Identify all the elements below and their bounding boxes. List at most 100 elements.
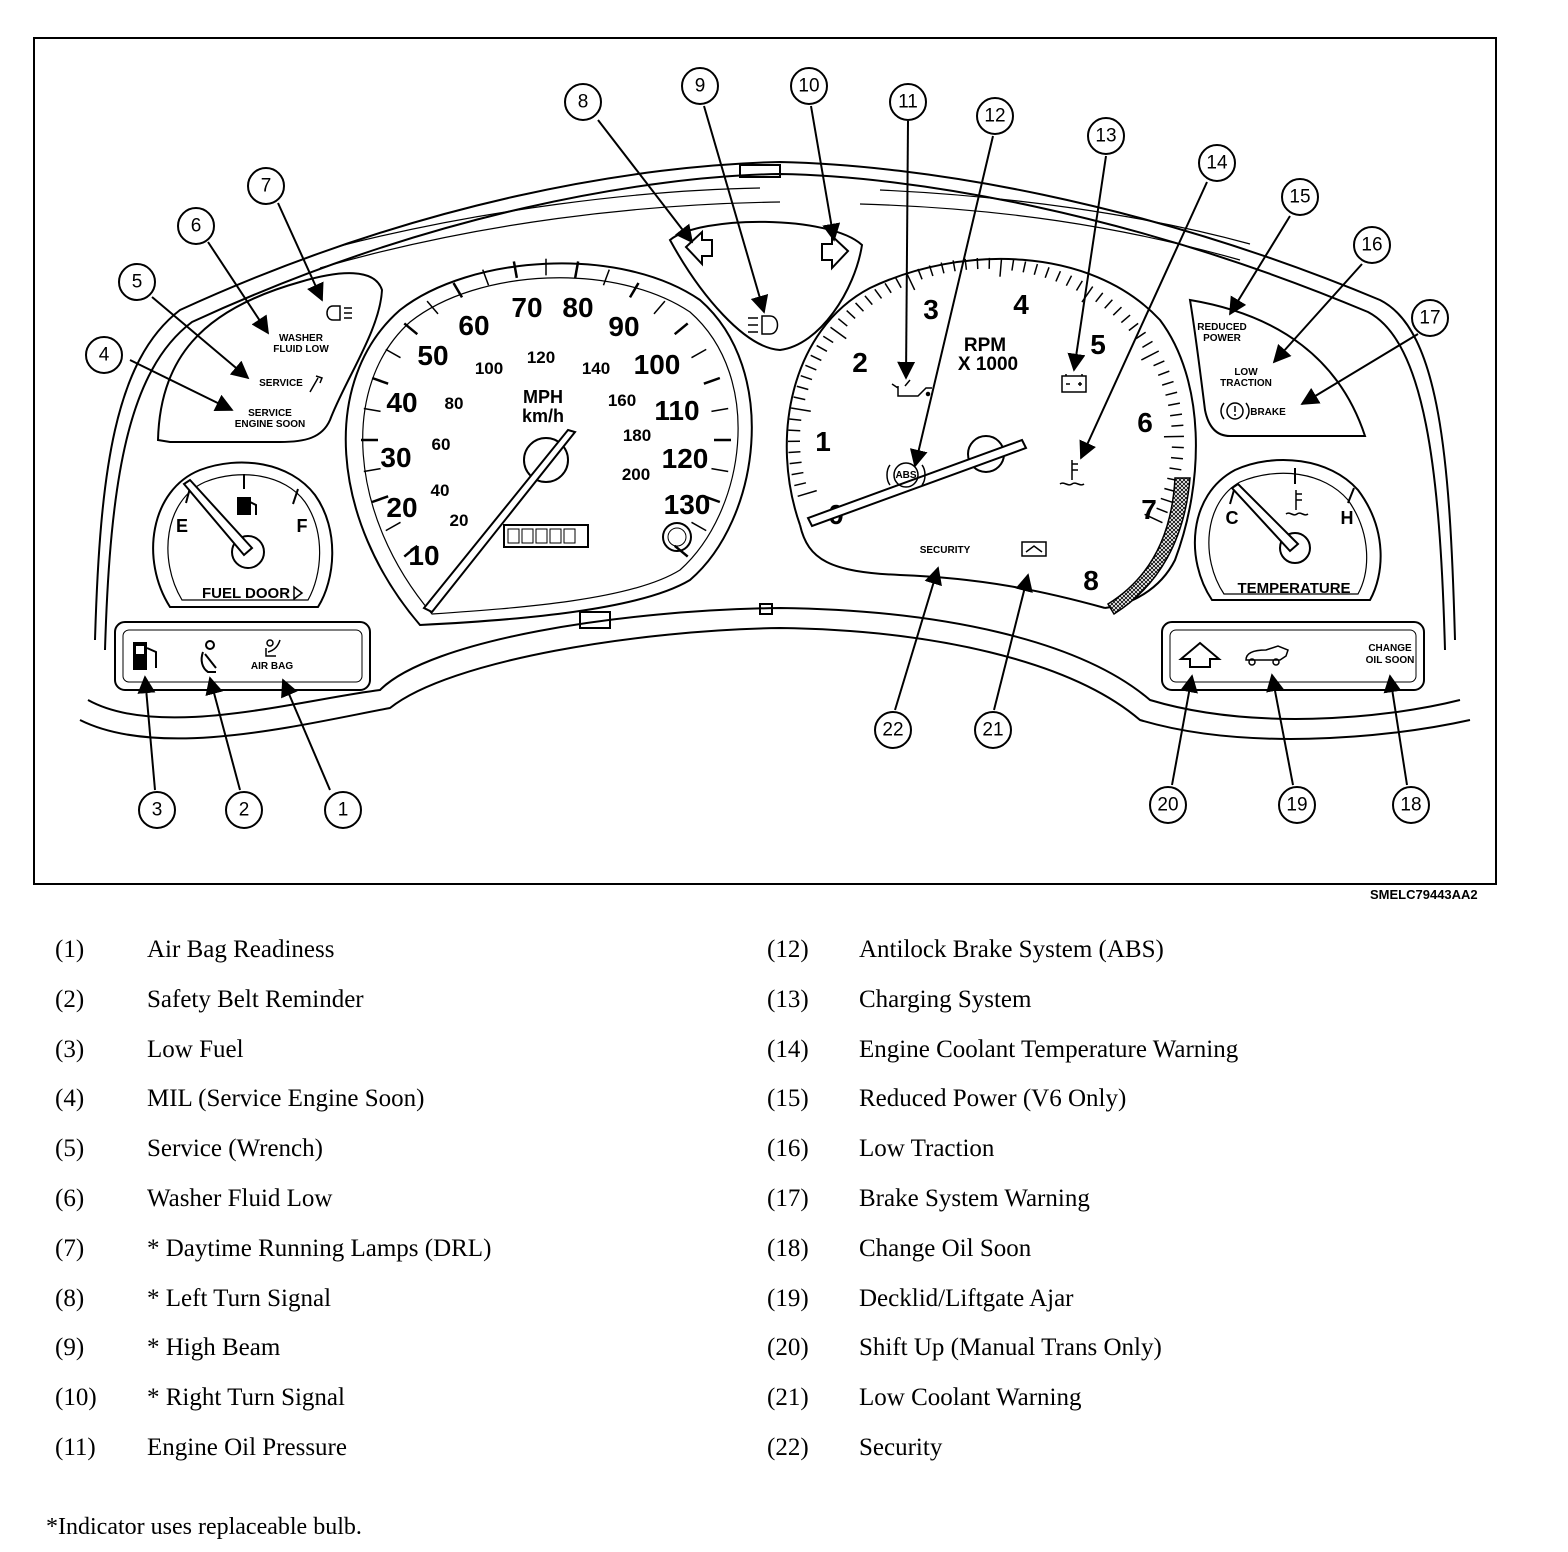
speedo-tick	[602, 269, 610, 286]
legend-row: (11)Engine Oil Pressure	[55, 1434, 735, 1484]
speedo-tick	[452, 282, 464, 299]
callout-number: 20	[1157, 795, 1178, 816]
speedo-tick	[371, 495, 389, 504]
turn-signal-pod	[668, 220, 864, 352]
callout-number: 1	[338, 800, 349, 821]
fuel-door-arrow-icon	[293, 585, 304, 601]
speedo-mph-label: 80	[562, 292, 593, 323]
legend-row: (20)Shift Up (Manual Trans Only)	[767, 1334, 1527, 1384]
tach-label: 5	[1090, 329, 1106, 360]
abs-label: ABS	[895, 470, 916, 481]
speedo-kmh-label: 20	[450, 511, 469, 530]
legend-row: (6)Washer Fluid Low	[55, 1185, 735, 1235]
tach-tick	[1135, 331, 1147, 340]
callout-number: 14	[1206, 153, 1228, 174]
tach-tick	[1156, 507, 1168, 514]
fuel-gauge-needle	[182, 478, 254, 557]
legend-description: * Left Turn Signal	[147, 1284, 332, 1312]
washer-label-line1: WASHER	[279, 333, 324, 344]
fuel-pump-icon	[237, 497, 257, 515]
lower-right-telltale-panel: CHANGE OIL SOON	[1161, 621, 1425, 691]
figure-code: SMELC79443AA2	[1370, 887, 1478, 902]
tach-tick	[1065, 275, 1073, 287]
tach-unit-x1000: X 1000	[958, 354, 1018, 375]
tach-label: 2	[852, 347, 868, 378]
legend-description: Change Oil Soon	[859, 1234, 1032, 1262]
tach-label: 6	[1137, 407, 1153, 438]
legend-right-column: (12)Antilock Brake System (ABS)(13)Charg…	[767, 936, 1527, 1484]
callout-number: 10	[798, 76, 819, 97]
tach-tick	[1170, 456, 1184, 460]
callout-16: 16	[1353, 226, 1391, 264]
speedo-kmh-label: 60	[432, 435, 451, 454]
speedo-tick	[691, 521, 707, 532]
legend-row: (9)* High Beam	[55, 1334, 735, 1384]
speedo-mph-label: 30	[380, 442, 411, 473]
legend-number: (10)	[55, 1384, 97, 1412]
callout-number: 11	[898, 92, 918, 113]
tach-tick	[1022, 261, 1027, 273]
legend-number: (18)	[767, 1234, 809, 1262]
callout-12: 12	[976, 97, 1014, 135]
legend-description: Service (Wrench)	[147, 1135, 323, 1163]
legend-row: (21) Low Coolant Warning	[767, 1384, 1527, 1434]
legend-description: Safety Belt Reminder	[147, 985, 364, 1013]
tachometer: 012345678 RPM X 1000	[785, 257, 1197, 616]
speedo-tick	[426, 300, 439, 315]
callout-3: 3	[138, 791, 176, 829]
shift-up-arrow-icon	[1178, 641, 1222, 668]
legend-description: Brake System Warning	[859, 1184, 1090, 1212]
high-beam-icon	[748, 315, 779, 335]
speedo-kmh-label: 140	[582, 359, 610, 378]
tach-tick	[830, 326, 847, 340]
legend-number: (21)	[767, 1384, 809, 1412]
tach-tick	[793, 396, 806, 401]
speedo-kmh-label: 80	[445, 394, 464, 413]
speedo-tick	[403, 544, 419, 558]
tach-tick	[1120, 314, 1131, 324]
legend-description: * Right Turn Signal	[147, 1384, 345, 1412]
brake-warning-icon	[1220, 402, 1250, 420]
callout-number: 6	[191, 216, 202, 237]
tach-tick	[1144, 513, 1163, 524]
speedo-tick	[673, 322, 689, 336]
tach-tick	[837, 318, 848, 327]
speedo-unit-mph: MPH	[523, 387, 563, 407]
speedo-tick	[371, 376, 389, 385]
callout-number: 15	[1289, 187, 1310, 208]
tach-tick	[952, 260, 956, 272]
legend-description: Engine Oil Pressure	[147, 1433, 347, 1461]
legend-row: (2)Safety Belt Reminder	[55, 986, 735, 1036]
legend-description: Low Coolant Warning	[859, 1384, 1082, 1412]
callout-5: 5	[118, 263, 156, 301]
change-oil-label-line1: CHANGE	[1368, 643, 1412, 654]
speedo-kmh-label: 180	[623, 426, 651, 445]
housing-ribs	[319, 187, 1251, 269]
speedo-kmh-label: 40	[431, 481, 450, 500]
legend-row: (17) Brake System Warning	[767, 1185, 1527, 1235]
tach-tick	[1095, 292, 1104, 303]
washer-label-line2: FLUID LOW	[273, 344, 329, 355]
right-warning-pod	[1188, 298, 1367, 437]
security-label: SECURITY	[920, 545, 971, 556]
tach-tick	[855, 302, 865, 312]
air-bag-label: AIR BAG	[251, 661, 293, 672]
callout-1: 1	[324, 791, 362, 829]
legend-row: (15)Reduced Power (V6 Only)	[767, 1085, 1527, 1135]
ses-label-line2: ENGINE SOON	[235, 419, 306, 430]
legend-number: (17)	[767, 1184, 809, 1212]
speedo-mph-label: 90	[608, 311, 639, 342]
callout-number: 19	[1286, 795, 1307, 816]
low-fuel-icon	[133, 642, 157, 670]
speedo-kmh-label: 100	[475, 359, 503, 378]
low-traction-label-line2: TRACTION	[1220, 378, 1272, 389]
tach-tick	[796, 385, 809, 391]
legend-description: * High Beam	[147, 1334, 281, 1362]
reduced-power-label-line2: POWER	[1203, 333, 1242, 344]
speedo-tick	[703, 495, 721, 504]
low-traction-label-line1: LOW	[1234, 367, 1258, 378]
tach-tick	[1171, 424, 1184, 427]
wrench-icon	[309, 375, 323, 393]
speedo-mph-label: 20	[386, 492, 417, 523]
callout-number: 17	[1419, 308, 1440, 329]
